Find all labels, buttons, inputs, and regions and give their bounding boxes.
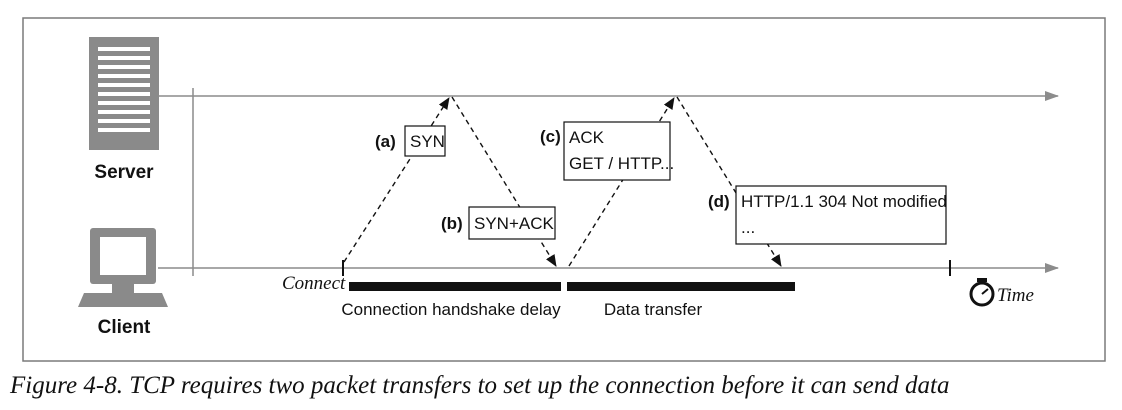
packet-c-box [563, 121, 671, 181]
packet-a-arrow [343, 97, 450, 263]
client-icon [78, 228, 168, 307]
packet-a-line-1: SYN [410, 132, 445, 151]
figure-caption: Figure 4-8. TCP requires two packet tran… [10, 372, 950, 399]
packet-b-box [468, 206, 556, 240]
transfer-label: Data transfer [604, 300, 703, 319]
handshake-label: Connection handshake delay [341, 300, 561, 319]
packet-d-line-1: HTTP/1.1 304 Not modified [741, 192, 947, 211]
transfer-bar [567, 282, 795, 291]
server-label: Server [94, 162, 154, 183]
packet-b: (b) SYN+ACK [441, 206, 556, 240]
packet-a-box [404, 125, 446, 157]
packet-a-tag: (a) [375, 132, 396, 151]
packet-d-box [735, 185, 947, 245]
packet-a: (a) SYN [375, 125, 446, 157]
diagram-frame [22, 17, 1106, 362]
packet-b-tag: (b) [441, 214, 463, 233]
packet-d-line-2: ... [741, 218, 755, 237]
handshake-bar [349, 282, 561, 291]
packet-c-tag: (c) [540, 127, 561, 146]
packet-b-line-1: SYN+ACK [474, 214, 554, 233]
connect-label: Connect [282, 273, 346, 294]
time-label: Time [997, 285, 1034, 306]
client-label: Client [98, 317, 151, 338]
packet-c-line-1: ACK [569, 128, 605, 147]
packet-d: (d) HTTP/1.1 304 Not modified ... [708, 185, 947, 245]
packet-c-line-2: GET / HTTP... [569, 154, 674, 173]
packet-c: (c) ACK GET / HTTP... [540, 121, 674, 181]
packet-b-arrow [451, 96, 557, 267]
server-icon [89, 37, 159, 150]
packet-d-tag: (d) [708, 192, 730, 211]
stopwatch-icon [969, 278, 995, 307]
